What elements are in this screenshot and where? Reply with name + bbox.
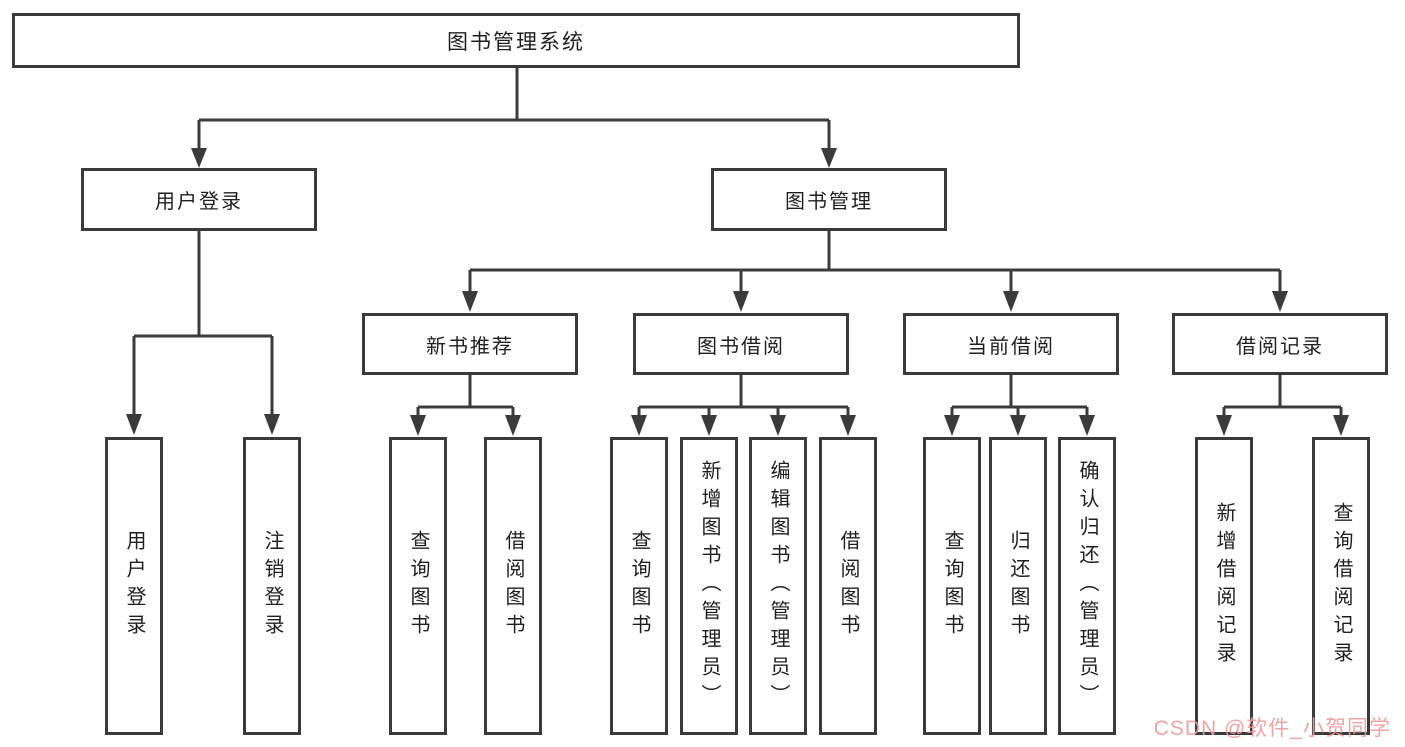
node-user-login: 用户登录 (81, 168, 317, 231)
arrowhead (631, 415, 647, 436)
leaf-records-query-record: 查询借阅记录 (1312, 437, 1370, 735)
arrowhead (770, 415, 786, 436)
arrowhead (126, 414, 142, 435)
node-current-borrowing: 当前借阅 (903, 313, 1119, 375)
leaf-borrowing-query-books: 查询图书 (610, 437, 668, 735)
leaf-borrowing-borrow-books: 借阅图书 (819, 437, 877, 735)
connector-lines (132, 67, 1343, 421)
arrowhead (1216, 415, 1232, 436)
leaf-recommend-query-books: 查询图书 (389, 437, 447, 735)
arrowhead (701, 415, 717, 436)
leaf-current-query-books: 查询图书 (923, 437, 981, 735)
arrowhead (1079, 415, 1095, 436)
leaf-records-add-record: 新增借阅记录 (1195, 437, 1253, 735)
leaf-current-return-books: 归还图书 (989, 437, 1047, 735)
arrowhead (944, 415, 960, 436)
arrowhead (505, 415, 521, 436)
arrowhead (1010, 415, 1026, 436)
leaf-recommend-borrow-books: 借阅图书 (484, 437, 542, 735)
leaf-current-confirm-return-admin: 确认归还（管理员） (1058, 437, 1116, 735)
arrowhead (1003, 291, 1019, 312)
arrowhead (1333, 415, 1349, 436)
arrowhead (1272, 291, 1288, 312)
leaf-logout: 注销登录 (243, 437, 301, 735)
node-book-borrowing: 图书借阅 (633, 313, 849, 375)
leaf-borrowing-add-books-admin: 新增图书（管理员） (680, 437, 738, 735)
node-root-system: 图书管理系统 (12, 13, 1020, 68)
arrowhead (264, 414, 280, 435)
arrowhead (840, 415, 856, 436)
leaf-borrowing-edit-books-admin: 编辑图书（管理员） (749, 437, 807, 735)
arrowhead (733, 291, 749, 312)
arrowhead (410, 415, 426, 436)
arrowhead (462, 291, 478, 312)
node-new-book-recommend: 新书推荐 (362, 313, 578, 375)
arrowhead (821, 148, 837, 168)
node-borrowing-records: 借阅记录 (1172, 313, 1388, 375)
leaf-user-login: 用户登录 (105, 437, 163, 735)
arrowhead (191, 148, 207, 168)
node-book-management: 图书管理 (711, 168, 947, 231)
arrowheads (126, 148, 1349, 436)
